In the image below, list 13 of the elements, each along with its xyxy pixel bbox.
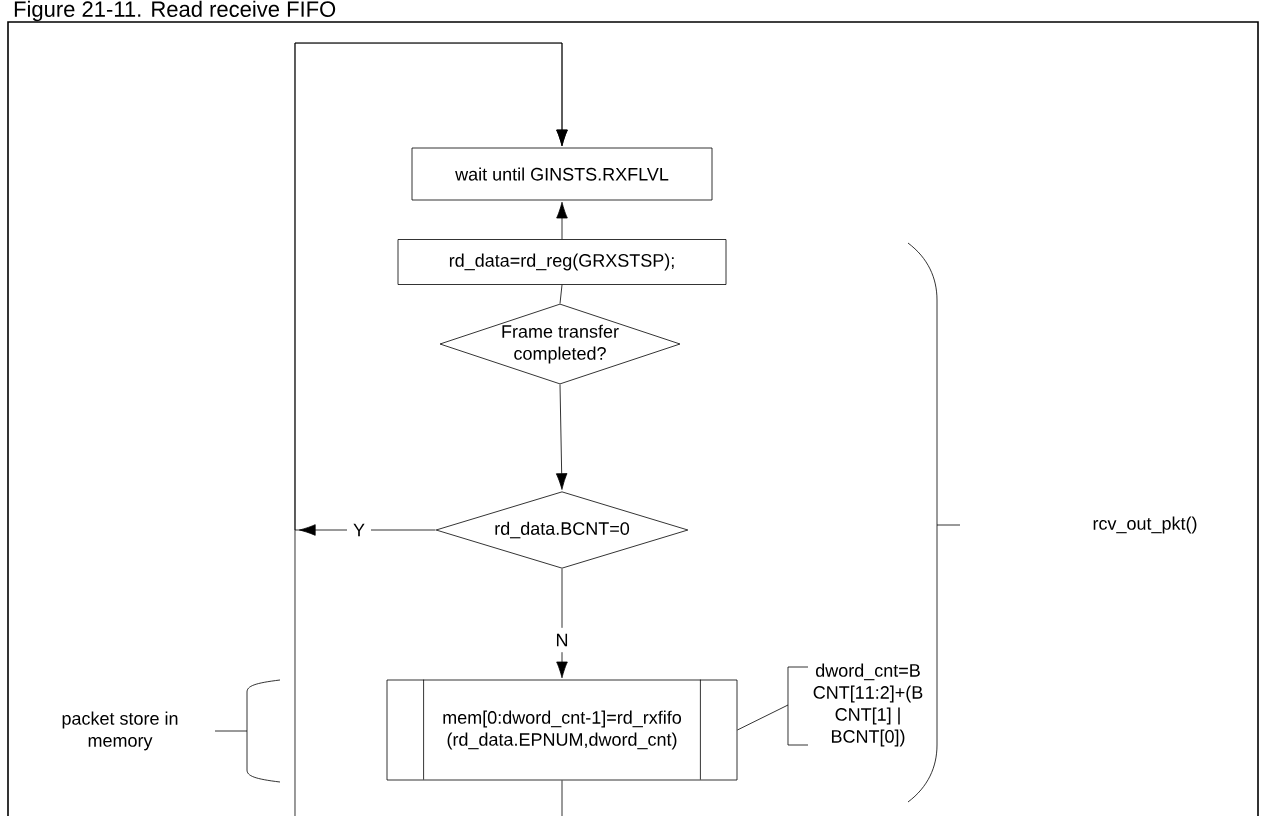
- edge-label: N: [557, 633, 568, 647]
- annotation-text: rcv_out_pkt(): [1093, 516, 1197, 534]
- annotation-text: packet store in memory: [62, 711, 178, 751]
- process-box: wait until GINSTS.RXFLVL: [411, 147, 713, 201]
- subprocess-box: mem[0:dword_cnt-1]=rd_rxfifo(rd_data.EPNUM,dword_cnt): [386, 679, 738, 781]
- arrow: [555, 384, 568, 490]
- arrow: [556, 201, 568, 240]
- edge-label: Y: [353, 523, 365, 537]
- arrow: [556, 568, 568, 679]
- figure-title: Figure 21-11. Read receive FIFO: [14, 0, 336, 22]
- process-box: rd_data=rd_reg(GRXSTSP);: [397, 239, 727, 285]
- annotation-text: dword_cnt=BCNT[11:2]+(BCNT[1] | BCNT[0]): [787, 663, 923, 747]
- arrow: [294, 42, 568, 816]
